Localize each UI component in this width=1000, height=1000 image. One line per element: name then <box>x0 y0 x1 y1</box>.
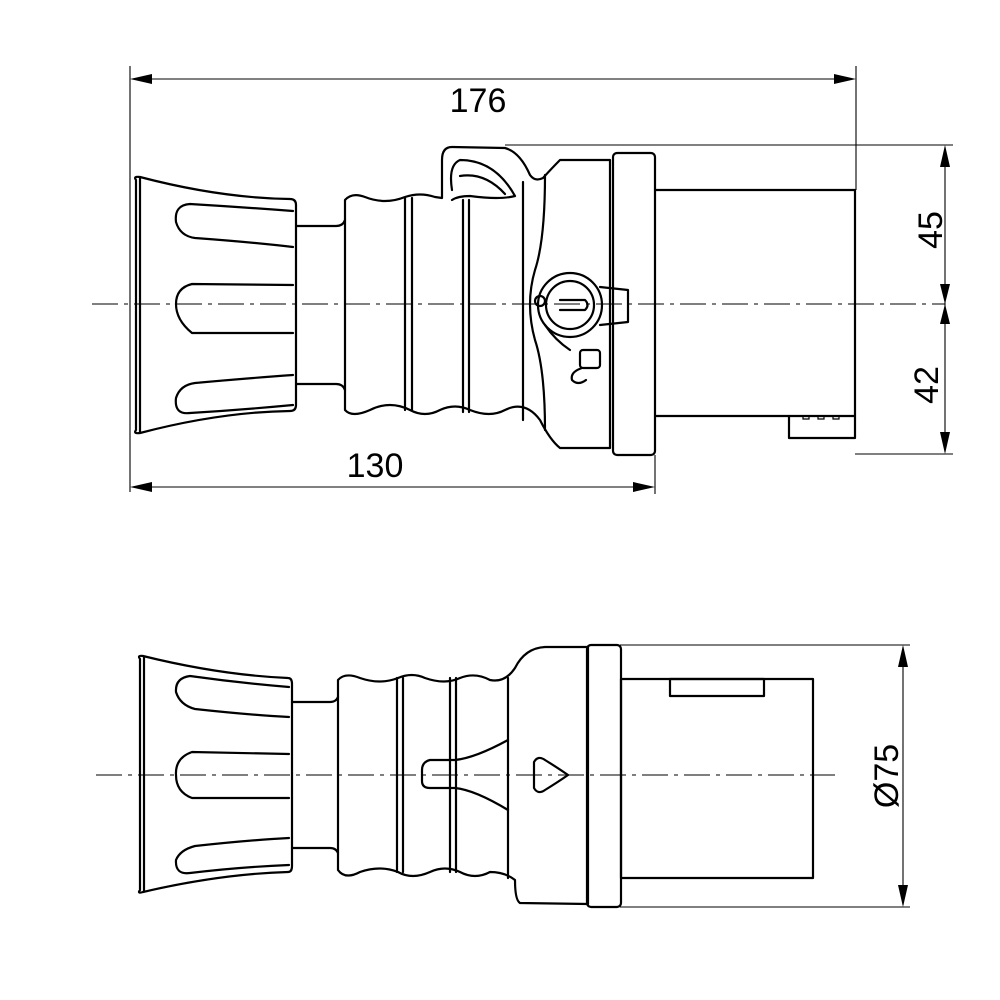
collar-bottom <box>585 643 623 909</box>
dimension-label-130: 130 <box>347 447 404 485</box>
grip-flare <box>134 175 298 435</box>
body-indent <box>528 173 547 432</box>
key-tab-notches <box>802 416 840 420</box>
dimension-body-length: 130 <box>130 447 656 494</box>
dimension-label-diameter: Ø75 <box>868 744 906 808</box>
ribbed-handle <box>343 145 612 450</box>
top-view <box>96 643 835 909</box>
latch-hook-inner <box>458 174 507 196</box>
neck <box>294 218 347 392</box>
latch-hook <box>449 158 517 202</box>
dimension-heights: 45 42 <box>505 144 953 455</box>
pin-housing-bottom <box>619 677 815 880</box>
latch-slot <box>420 738 510 812</box>
grip-slot-top-b <box>174 674 291 719</box>
pin-housing <box>653 188 857 418</box>
grip-slot-bottom-b <box>174 836 291 875</box>
dimension-label-42: 42 <box>908 366 946 404</box>
grip-slot-mid-b <box>174 750 291 800</box>
collar <box>611 151 657 457</box>
dimension-overall-length: 176 <box>129 66 857 492</box>
grip-slot-mid <box>174 282 295 335</box>
key-slot <box>668 677 766 698</box>
dimension-diameter: Ø75 <box>620 644 910 908</box>
side-view <box>92 145 945 457</box>
grip-slot-bottom <box>174 373 295 415</box>
triangle-marker-icon <box>532 756 570 794</box>
key-tab <box>787 414 857 440</box>
grip-flare-bottom <box>137 654 294 894</box>
dimension-label-176: 176 <box>450 82 507 120</box>
dimension-label-45: 45 <box>912 211 950 249</box>
grip-slot-top <box>174 202 295 249</box>
